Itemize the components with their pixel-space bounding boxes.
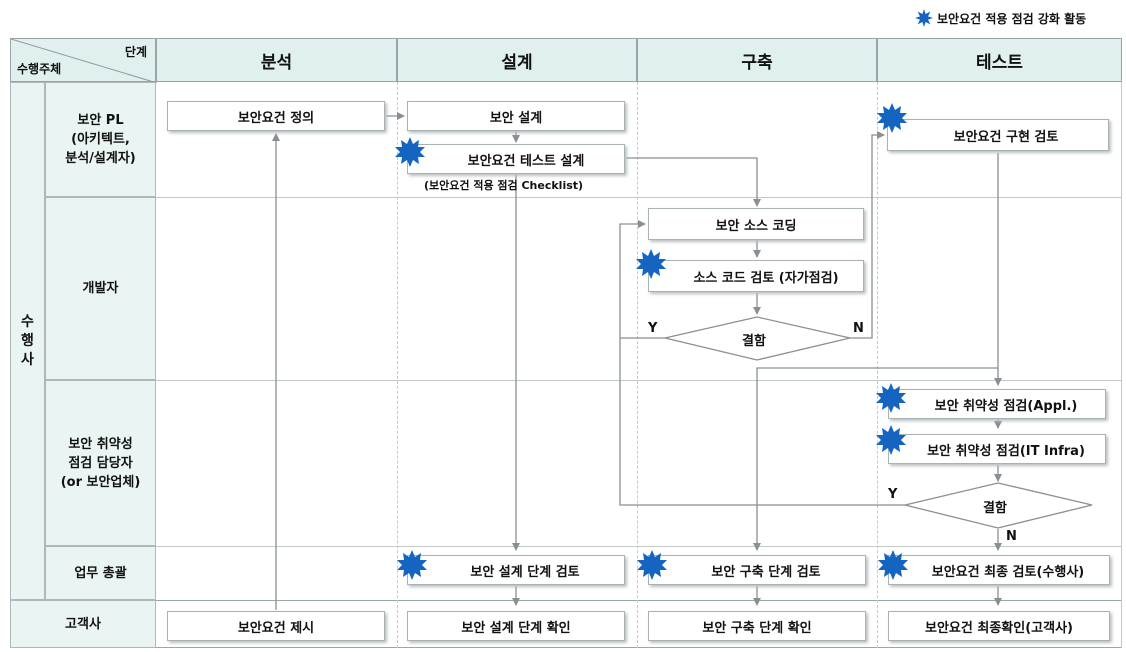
lane-label-business-lead: 업무 총괄 — [45, 546, 156, 600]
phase-header-test: 테스트 — [877, 38, 1122, 82]
starburst-icon-vuln-appl — [876, 383, 906, 413]
starburst-icon-req-test-design — [395, 137, 425, 167]
box-design-confirm: 보안 설계 단계 확인 — [407, 611, 625, 641]
lane-label-customer: 고객사 — [10, 600, 156, 648]
box-security-design: 보안 설계 — [407, 101, 625, 131]
checklist-note: (보안요건 적용 점검 Checklist) — [424, 179, 584, 192]
starburst-icon-code-review — [636, 249, 666, 279]
legend-starburst-icon — [915, 9, 933, 27]
box-req-test-design: 보안요건 테스트 설계 — [407, 144, 625, 174]
box-build-confirm: 보안 구축 단계 확인 — [648, 611, 866, 641]
corner-performer-label: 수행주체 — [17, 62, 62, 76]
decision-1-label: 결함 — [742, 334, 766, 349]
box-req-define: 보안요건 정의 — [167, 101, 385, 131]
box-vuln-check-infra: 보안 취약성 점검(IT Infra) — [888, 434, 1106, 464]
box-secure-coding: 보안 소스 코딩 — [648, 208, 864, 240]
starburst-icon-vuln-infra — [876, 425, 906, 455]
legend: 보안요건 적용 점검 강화 활동 — [915, 8, 1086, 28]
decision-2-yes-label: Y — [888, 487, 898, 502]
box-design-stage-review: 보안 설계 단계 검토 — [407, 555, 625, 585]
decision-2-label: 결함 — [983, 501, 1007, 516]
lane-label-security-pl: 보안 PL (아키텍트, 분석/설계자) — [45, 82, 156, 197]
box-final-confirm: 보안요건 최종확인(고객사) — [888, 611, 1110, 641]
decision-diamond-2 — [904, 482, 1093, 529]
corner-header: 단계 수행주체 — [10, 38, 157, 83]
box-code-review: 소스 코드 검토 (자가점검) — [648, 260, 864, 292]
performer-group-label: 수 행 사 — [10, 82, 45, 600]
box-vuln-check-appl: 보안 취약성 점검(Appl.) — [888, 389, 1106, 419]
box-build-stage-review: 보안 구축 단계 검토 — [648, 555, 866, 585]
box-req-impl-review: 보안요건 구현 검토 — [887, 119, 1109, 151]
starburst-icon-req-impl-review — [877, 103, 907, 133]
starburst-icon-build-stage-review — [637, 550, 667, 580]
starburst-icon-final-review — [878, 550, 908, 580]
box-req-present: 보안요건 제시 — [167, 611, 385, 641]
phase-header-build: 구축 — [637, 38, 877, 82]
decision-2-no-label: N — [1006, 529, 1017, 544]
starburst-icon-design-stage-review — [397, 550, 427, 580]
phase-header-analysis: 분석 — [156, 38, 397, 82]
phase-header-design: 설계 — [397, 38, 637, 82]
lane-label-vuln-inspector: 보안 취약성 점검 담당자 (or 보안업체) — [45, 380, 156, 546]
decision-1-no-label: N — [853, 321, 864, 336]
lane-grid — [156, 82, 1122, 648]
lane-label-developer: 개발자 — [45, 197, 156, 380]
box-final-review: 보안요건 최종 검토(수행사) — [888, 555, 1110, 585]
legend-label: 보안요건 적용 점검 강화 활동 — [937, 11, 1087, 26]
decision-1-yes-label: Y — [648, 321, 658, 336]
decision-diamond-1 — [664, 316, 851, 361]
corner-phase-label: 단계 — [124, 45, 147, 59]
